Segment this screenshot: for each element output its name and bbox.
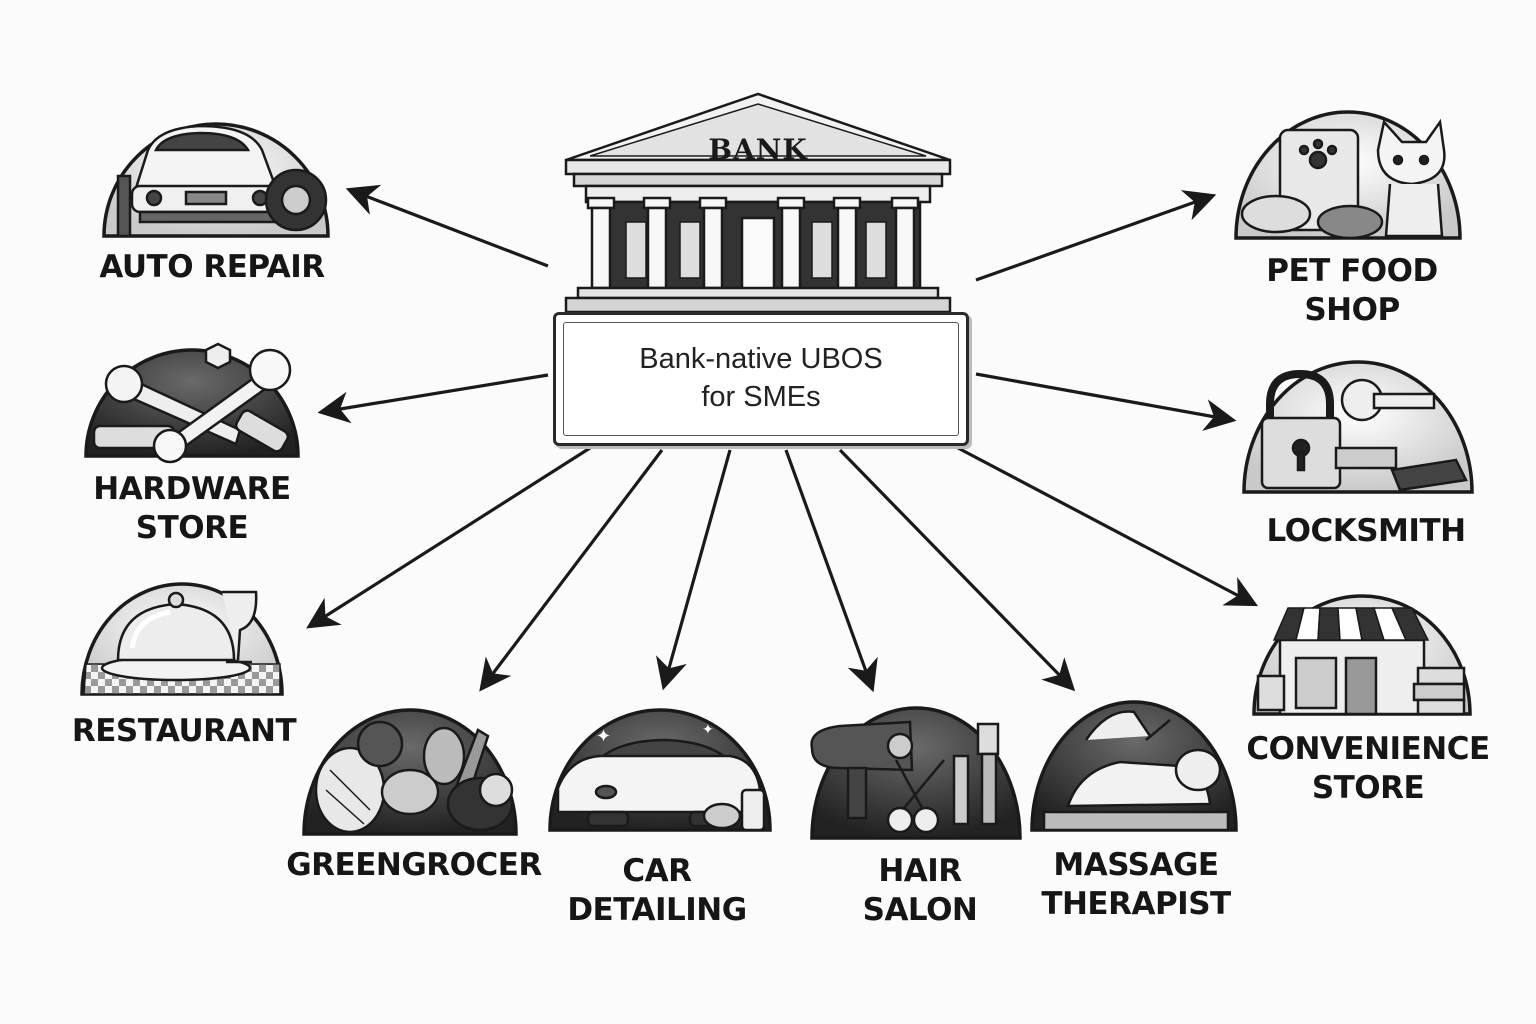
- node-label-massage-therapist: Massage Therapist: [1041, 847, 1231, 922]
- hair-dryer-scissors-icon: [810, 706, 1022, 840]
- bank-building-icon: [564, 92, 952, 314]
- arrow-hardware-store: [317, 373, 549, 424]
- node-label-car-detailing: Car Detailing: [567, 853, 747, 928]
- node-label-auto-repair: Auto Repair: [99, 249, 325, 285]
- massage-icon: [1030, 700, 1238, 832]
- svg-text:✦: ✦: [596, 726, 611, 747]
- padlock-key-icon: [1242, 360, 1474, 494]
- node-label-convenience-store: Convenience Store: [1246, 731, 1490, 806]
- arrow-auto-repair: [345, 184, 549, 268]
- arrow-restaurant: [306, 446, 591, 629]
- node-label-pet-food-shop: Pet Food Shop: [1266, 253, 1438, 328]
- arrow-pet-food-shop: [975, 190, 1217, 282]
- arrow-car-detailing: [655, 449, 732, 691]
- bank-sign: BANK: [708, 133, 808, 166]
- hub-title-line2: for SMEs: [701, 381, 821, 413]
- arrow-convenience-store: [957, 446, 1259, 607]
- hub-title-line1: Bank-native UBOS: [639, 343, 883, 376]
- svg-text:✦: ✦: [702, 722, 714, 738]
- car-on-lift-icon: [102, 122, 330, 238]
- node-label-locksmith: Locksmith: [1266, 513, 1466, 549]
- storefront-icon: [1252, 594, 1472, 716]
- connector-arrows: [306, 184, 1259, 693]
- arrow-greengrocer: [479, 449, 664, 692]
- shiny-car-icon: ✦ ✦: [548, 708, 772, 832]
- vegetables-icon: [302, 708, 518, 836]
- arrow-massage-therapist: [838, 448, 1076, 692]
- node-label-restaurant: Restaurant: [71, 713, 297, 749]
- arrow-hair-salon: [784, 449, 878, 693]
- center-hub-box: Bank-native UBOS for SMEs: [553, 312, 969, 446]
- cloche-wine-icon: [80, 582, 284, 696]
- cat-pet-food-icon: [1234, 110, 1462, 240]
- arrow-locksmith: [975, 372, 1237, 431]
- node-label-hardware-store: Hardware Store: [93, 471, 291, 546]
- wrench-bolts-icon: [84, 342, 300, 464]
- node-label-hair-salon: Hair Salon: [862, 853, 978, 928]
- node-label-greengrocer: Greengrocer: [286, 847, 542, 883]
